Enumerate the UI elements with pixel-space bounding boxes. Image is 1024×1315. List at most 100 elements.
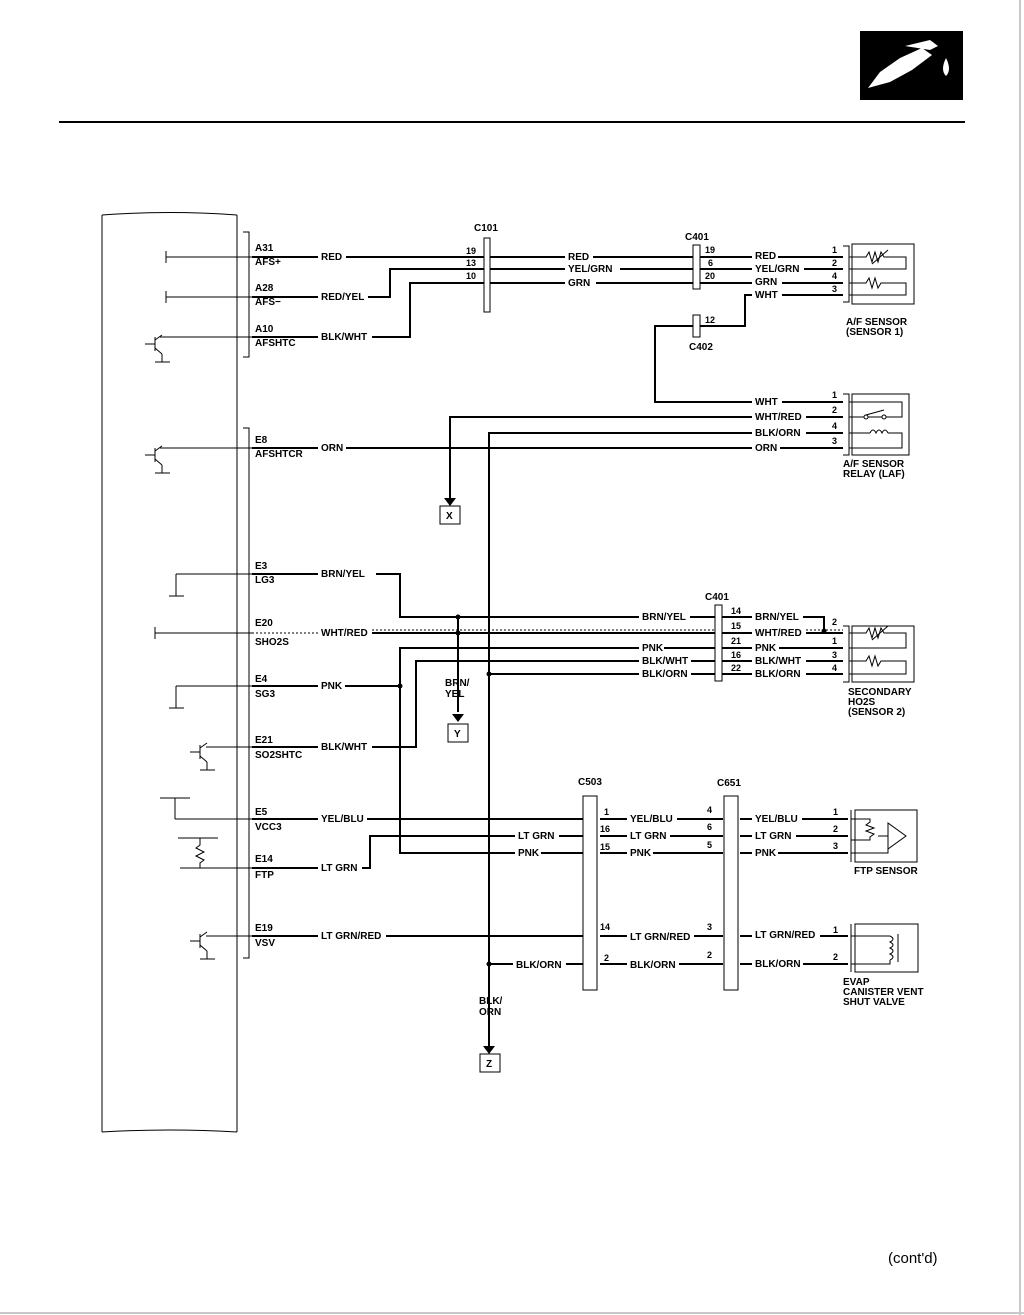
component-label: SECONDARY (848, 687, 912, 698)
evap-canister-vent-shut-valve: EVAP CANISTER VENT SHUT VALVE (843, 923, 924, 1008)
wire-label: WHT/RED (321, 628, 368, 639)
wire-label: YEL/BLU (755, 814, 798, 825)
wire-label: PNK (518, 848, 540, 859)
ecm-internal-symbols (145, 251, 252, 960)
ecm-pin: E19 (255, 923, 273, 934)
pin-number: 14 (600, 922, 610, 932)
wire-label: BLK/ORN (755, 428, 801, 439)
reference-y: Y (454, 729, 461, 740)
wire-label: ORN (755, 443, 777, 454)
pin-number: 4 (832, 271, 837, 281)
wire-label: LT GRN/RED (321, 931, 381, 942)
wire-label: BLK/ORN (755, 959, 801, 970)
pin-number: 3 (707, 922, 712, 932)
pin-number: 1 (832, 245, 837, 255)
pin-number: 3 (833, 841, 838, 851)
pin-number: 6 (707, 822, 712, 832)
wire-label: YEL/BLU (321, 814, 364, 825)
pin-numbers: 19 13 10 19 6 20 12 1 2 4 3 1 2 4 3 14 1… (466, 245, 838, 963)
af-sensor-relay: A/F SENSOR RELAY (LAF) (843, 393, 910, 480)
wire-label: BRN/YEL (642, 612, 686, 623)
ecm-pin-name: SHO2S (255, 637, 289, 648)
wire-label: YEL/GRN (755, 264, 799, 275)
wire-label: BLK/WHT (755, 656, 801, 667)
connector-c651: C651 (717, 778, 741, 789)
wires (252, 256, 848, 1054)
pin-number: 13 (466, 258, 476, 268)
wire-label: RED (755, 251, 776, 262)
wire-label: BLK/ORN (755, 669, 801, 680)
pin-number: 2 (832, 405, 837, 415)
reference-boxes: X Y Z (439, 505, 501, 1073)
ecm-pin: E20 (255, 618, 273, 629)
wire-label: PNK (321, 681, 343, 692)
ecm-pin-name: SG3 (255, 689, 275, 700)
pin-number: 15 (731, 621, 741, 631)
connector-names: C101 C401 C402 C401 C503 C651 (474, 223, 741, 789)
ecm-pin-name: LG3 (255, 575, 275, 586)
pin-number: 4 (707, 805, 712, 815)
component-label: EVAP (843, 977, 870, 988)
connector-c402: C402 (689, 342, 713, 353)
component-label: (SENSOR 2) (848, 707, 905, 718)
wire-label: WHT (755, 290, 778, 301)
wire-label: GRN (568, 278, 590, 289)
secondary-ho2s: SECONDARY HO2S (SENSOR 2) (843, 625, 915, 718)
pin-number: 19 (705, 245, 715, 255)
connector-c101: C101 (474, 223, 498, 234)
component-label: SHUT VALVE (843, 997, 905, 1008)
continued-note: (cont'd) (888, 1250, 938, 1267)
pin-number: 2 (832, 258, 837, 268)
wire-label: BRN/ (445, 678, 470, 689)
pin-number: 12 (705, 315, 715, 325)
ecm-pin: E14 (255, 854, 273, 865)
wire-label: BLK/ORN (642, 669, 688, 680)
ecm-pin-name: AFSHTCR (255, 449, 304, 460)
pin-number: 2 (832, 617, 837, 627)
ecm-pin: E5 (255, 807, 268, 818)
wire-label: LT GRN (630, 831, 666, 842)
ecm-pin: E3 (255, 561, 268, 572)
wire-label: BRN/YEL (321, 569, 365, 580)
component-label: HO2S (848, 697, 876, 708)
ecm-pin-name: AFS− (255, 297, 281, 308)
pin-number: 2 (604, 953, 609, 963)
ecm-pin-name: AFSHTC (255, 338, 296, 349)
pin-number: 2 (833, 824, 838, 834)
wire-label: PNK (755, 643, 777, 654)
pin-number: 3 (832, 284, 837, 294)
pin-number: 1 (833, 807, 838, 817)
wire-label: YEL/GRN (568, 264, 612, 275)
ecm-pin-name: VSV (255, 938, 275, 949)
wire-label: RED (568, 252, 589, 263)
wire-label: YEL/BLU (630, 814, 673, 825)
ecm-pin: A31 (255, 243, 274, 254)
pin-number: 1 (832, 390, 837, 400)
pin-number: 16 (731, 650, 741, 660)
wire-label: LT GRN (755, 831, 791, 842)
ecm-terminal-labels: A31 AFS+ A28 AFS− A10 AFSHTC E8 AFSHTCR … (252, 243, 320, 949)
component-label: A/F SENSOR (846, 317, 908, 328)
wire-label: BLK/WHT (321, 742, 367, 753)
wire-label: BLK/WHT (321, 332, 367, 343)
ecm-pin: A28 (255, 283, 274, 294)
ecm-pin: E8 (255, 435, 268, 446)
wire-label: WHT/RED (755, 628, 802, 639)
component-label: FTP SENSOR (854, 866, 918, 877)
pin-number: 19 (466, 246, 476, 256)
pin-number: 14 (731, 606, 741, 616)
wire-label: BLK/ (479, 996, 503, 1007)
wire-label: ORN (321, 443, 343, 454)
ecm-pin-name: SO2SHTC (255, 750, 302, 761)
ecm-box (101, 212, 250, 1133)
pin-number: 3 (832, 650, 837, 660)
pin-number: 4 (832, 663, 837, 673)
ftp-sensor: FTP SENSOR (850, 809, 918, 877)
pin-number: 5 (707, 840, 712, 850)
wire-label: LT GRN/RED (630, 932, 690, 943)
wire-label: BLK/ORN (630, 960, 676, 971)
wire-label: BLK/WHT (642, 656, 688, 667)
pin-number: 16 (600, 824, 610, 834)
wire-label: YEL (445, 689, 464, 700)
